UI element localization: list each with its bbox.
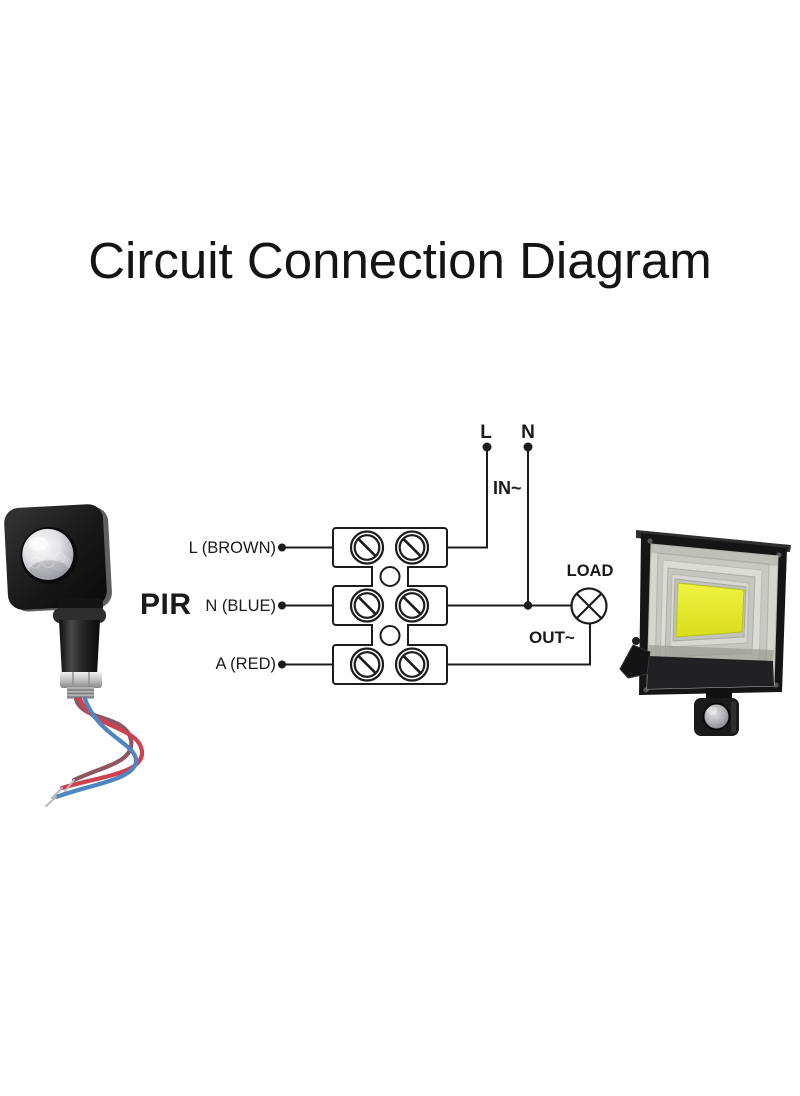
supply-live-label: L xyxy=(480,422,492,443)
flood-mount-bracket xyxy=(619,644,651,679)
supply-in-label: IN~ xyxy=(493,478,522,498)
pir-wire-brown xyxy=(71,696,134,783)
flood-corner-screws xyxy=(643,538,782,693)
pir-sensor-photo xyxy=(4,504,145,807)
screw-terminal xyxy=(349,530,385,565)
neck-1-hole xyxy=(379,566,401,587)
page-title: Circuit Connection Diagram xyxy=(88,232,712,289)
screw-terminal xyxy=(394,530,430,565)
wire-label-live-brown: L (BROWN) xyxy=(188,539,276,557)
wire-label-neutral-blue: N (BLUE) xyxy=(205,597,276,615)
neck-2-hole xyxy=(379,625,401,646)
lamp-cross-2 xyxy=(575,592,603,620)
screw-terminal xyxy=(349,588,385,623)
circuit-schematic xyxy=(278,442,608,685)
screw-terminals xyxy=(349,530,430,682)
bracket-knob xyxy=(632,637,640,645)
pir-label: PIR xyxy=(140,588,192,621)
pir-mount-nut xyxy=(60,672,102,688)
pir-neck xyxy=(59,620,100,675)
wire-label-switched-red: A (RED) xyxy=(215,655,276,673)
pir-wires xyxy=(53,696,145,800)
load-label: LOAD xyxy=(566,562,614,580)
out-label: OUT~ xyxy=(529,628,575,647)
flood-glass-dark-band xyxy=(647,656,774,689)
wire-stripped-tips xyxy=(45,779,75,807)
supply-neutral-label: N xyxy=(521,422,535,443)
wire-switched-right xyxy=(447,623,591,666)
flood-sensor-dome-highlight xyxy=(707,707,717,715)
dome-shade xyxy=(29,560,68,579)
screw-terminal xyxy=(349,647,385,682)
wire-live-right xyxy=(447,447,488,549)
dome-highlight-2 xyxy=(49,554,72,571)
screw-terminal xyxy=(394,588,430,623)
flood-glass-top-shade xyxy=(650,544,778,566)
junction-dot xyxy=(523,601,533,610)
pir-wire-blue xyxy=(53,696,139,800)
pir-neck-collar xyxy=(53,608,106,623)
screw-terminal xyxy=(394,647,430,682)
flood-led-cob-panel xyxy=(675,582,745,638)
dome-facets xyxy=(29,542,66,569)
dome-highlight xyxy=(28,536,49,551)
flood-sensor-dome xyxy=(704,704,729,729)
flood-sensor-box-edge xyxy=(731,701,736,733)
floodlight-photo xyxy=(619,530,791,736)
